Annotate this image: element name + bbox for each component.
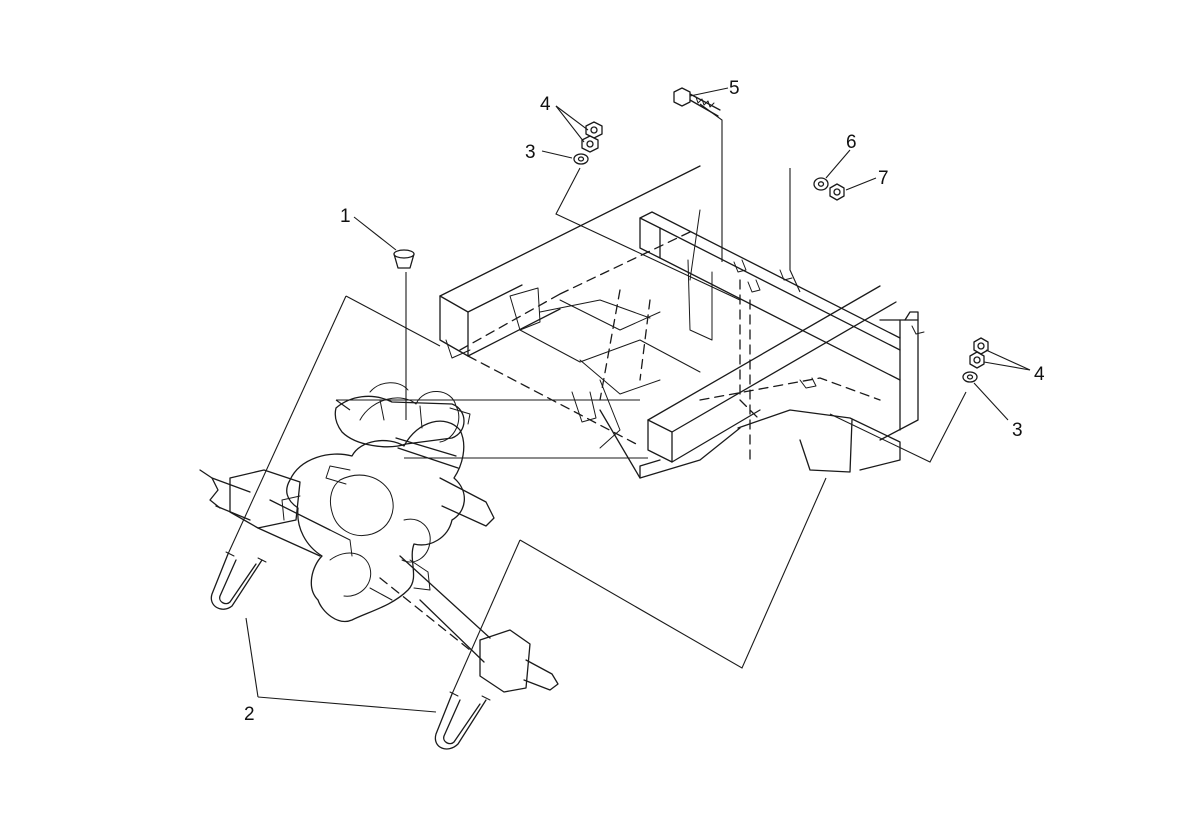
callout-3-top: 3 [525, 142, 536, 163]
callout-1: 1 [340, 206, 351, 227]
washer-item-3-top [573, 153, 589, 165]
washer-item-3-right [962, 371, 978, 383]
callout-7: 7 [878, 168, 889, 189]
callout-4-right: 4 [1034, 364, 1045, 385]
callout-labels: 1 2 3 3 4 4 5 6 7 [244, 78, 1045, 725]
transaxle-assembly [199, 382, 559, 693]
callout-3-right: 3 [1012, 420, 1023, 441]
callout-5: 5 [729, 78, 740, 99]
bolt-item-5 [673, 87, 721, 117]
callout-6: 6 [846, 132, 857, 153]
assembly-connector-lines [227, 103, 967, 695]
u-bolt-right [434, 691, 491, 750]
frame-assembly [439, 165, 925, 479]
plug-item-1 [393, 249, 415, 269]
nut-item-4-right [969, 337, 989, 369]
callout-leaders [245, 87, 1031, 713]
u-bolt-left [210, 551, 267, 610]
callout-4-top: 4 [540, 94, 551, 115]
callout-2: 2 [244, 704, 255, 725]
nut-item-4-top [581, 121, 603, 153]
nut-item-7 [829, 183, 845, 201]
washer-item-6 [813, 177, 829, 191]
